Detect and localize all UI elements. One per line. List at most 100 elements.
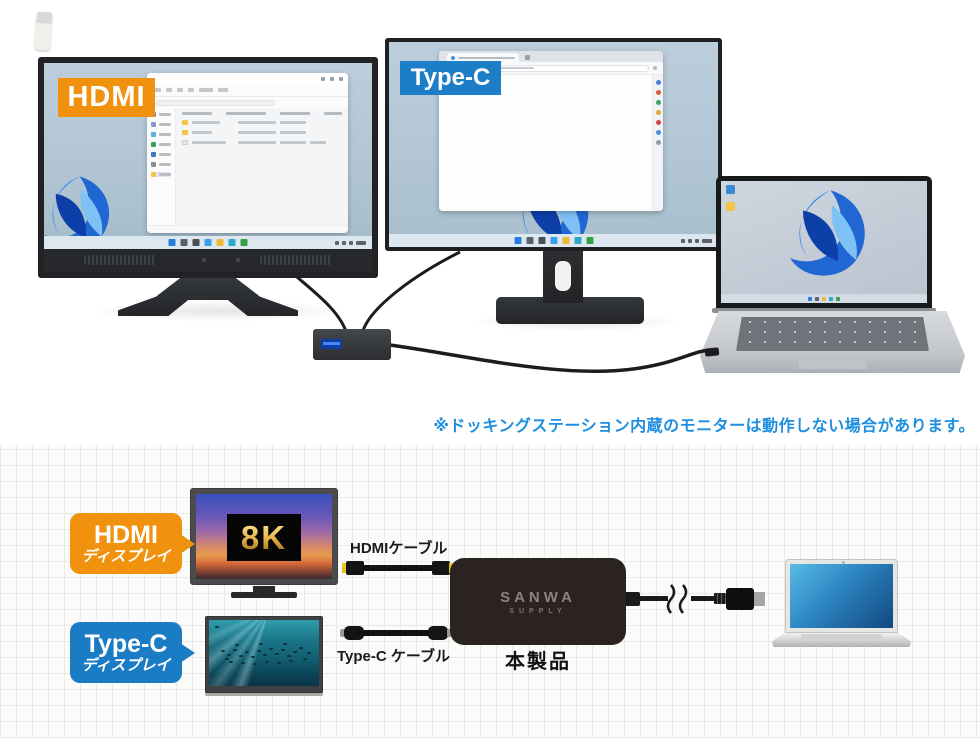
explorer-statusbar (147, 225, 348, 233)
hdmi-monitor-screen: HDMI (44, 63, 372, 249)
laptop-taskbar (721, 294, 927, 303)
speaker-grille (260, 255, 332, 265)
windows-start-icon (514, 237, 521, 244)
connection-diagram: HDMI ディスプレイ 8K HDMIケーブル Type-C ディスプレイ (0, 445, 980, 738)
browser-page (439, 75, 652, 211)
edge-icon (574, 237, 581, 244)
laptop-illustration (772, 559, 911, 649)
host-cable-photo (389, 343, 715, 374)
product-label: 本製品 (505, 651, 571, 673)
typec-display-illustration (205, 616, 323, 693)
photo-section: HDMI (34, 11, 975, 435)
tv-stand-foot (231, 592, 297, 598)
cable-segment (691, 596, 715, 601)
app-icon (655, 130, 661, 135)
windows-bloom-wallpaper (790, 190, 865, 276)
search-icon (655, 80, 661, 85)
laptop-wallpaper (721, 181, 927, 303)
8k-label: 8K (240, 518, 288, 556)
cable-stub (622, 592, 640, 606)
touchpad (799, 354, 867, 369)
chat-icon (550, 237, 557, 244)
tv-stand-neck (253, 586, 275, 593)
app-icon (655, 100, 661, 105)
typec-monitor-screen: Type-C (389, 42, 718, 247)
docking-station-photo (313, 329, 391, 360)
browser-tab (447, 53, 519, 62)
app-icon (240, 239, 248, 246)
hdmi-monitor: HDMI (38, 57, 378, 278)
typec-cable-label: Type-C ケーブル (337, 648, 450, 665)
explorer-icon (562, 237, 569, 244)
usb-port (321, 339, 342, 349)
speaker-grille (84, 255, 156, 265)
taskbar (44, 236, 372, 249)
brand-logo: SANWA (500, 588, 576, 606)
cable-segment (638, 596, 668, 601)
indicator-dot (202, 258, 206, 262)
typec-cable-icon (340, 625, 452, 641)
explorer-file-list (176, 108, 348, 225)
explorer-addressbar (147, 97, 348, 108)
system-tray (681, 238, 712, 243)
recycle-bin-icon (726, 185, 735, 194)
laptop-hinge (712, 308, 936, 313)
typec-badge: Type-C (400, 61, 501, 95)
usb-c-plug (704, 347, 720, 357)
indicator-dot (236, 258, 240, 262)
file-row (182, 140, 342, 145)
plug-collar (714, 593, 726, 604)
menu-icon (653, 66, 657, 70)
usb-flash-drive (34, 11, 53, 51)
folder-icon (726, 202, 735, 211)
laptop-screen (716, 176, 932, 308)
system-tray (335, 240, 366, 245)
taskbar (389, 234, 718, 247)
hdmi-display-title: HDMI (94, 521, 158, 549)
product-dock-illustration: SANWA SUPPLY (450, 558, 626, 645)
task-view-icon (538, 237, 545, 244)
brand-logo-sub: SUPPLY (509, 607, 567, 615)
hdmi-cable-icon (342, 560, 454, 576)
laptop-illu-base (772, 633, 911, 647)
usb-plug-tip (754, 592, 765, 606)
hdmi-cable-label: HDMIケーブル (350, 540, 448, 557)
laptop-keyboard-base (700, 311, 965, 373)
hdmi-display-bubble: HDMI ディスプレイ (70, 513, 182, 574)
usb-plug-icon (726, 588, 754, 610)
explorer-sidebar (147, 108, 176, 225)
note-text: ※ドッキングステーション内蔵のモニターは動作しない場合があります。 (433, 418, 975, 435)
typec-display-title: Type-C (84, 630, 168, 658)
search-icon (180, 239, 188, 246)
webcam-dot (841, 561, 845, 564)
chat-icon (204, 239, 212, 246)
hdmi-badge: HDMI (58, 78, 155, 117)
new-tab-icon (525, 55, 530, 60)
laptop-illu-screen (785, 559, 898, 633)
hdmi-display-subtitle: ディスプレイ (81, 548, 171, 566)
app-icon (655, 140, 661, 145)
windows-bloom-wallpaper (44, 176, 110, 249)
browser-sidebar-rail (652, 75, 663, 211)
app-icon (655, 90, 661, 95)
monitor-bottom-bezel (44, 249, 372, 272)
explorer-toolbar (147, 84, 348, 97)
laptop-photo (700, 170, 965, 373)
light-rays (209, 620, 319, 686)
favicon (451, 55, 455, 60)
keyboard (736, 317, 929, 351)
cable-break-icon (666, 584, 688, 614)
typec-monitor: Type-C (385, 38, 722, 251)
explorer-titlebar (147, 73, 348, 84)
app-icon (655, 110, 661, 115)
edge-icon (228, 239, 236, 246)
file-explorer-window (147, 73, 348, 233)
task-view-icon (192, 239, 200, 246)
app-icon (655, 120, 661, 125)
typec-display-subtitle: ディスプレイ (81, 657, 171, 675)
file-row (182, 130, 342, 135)
browser-tabstrip (439, 51, 663, 62)
laptop-illu-keyboard (800, 634, 883, 641)
typec-display-bubble: Type-C ディスプレイ (70, 622, 182, 683)
